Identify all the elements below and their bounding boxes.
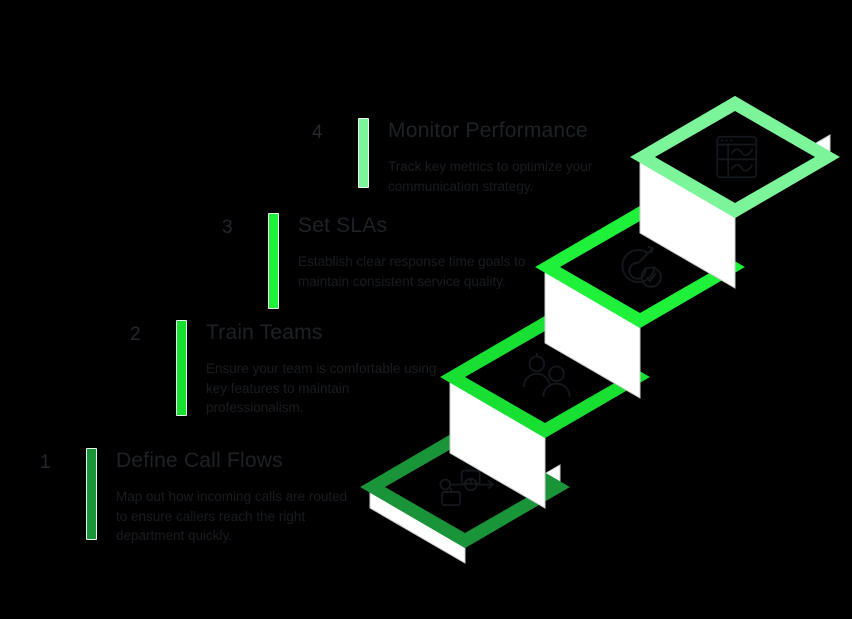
iso-step-2-front-face — [449, 376, 546, 509]
step-number-2: 2 — [130, 324, 142, 345]
people-training-icon — [522, 352, 571, 398]
step-number-4: 4 — [312, 122, 324, 143]
step-number-1: 1 — [40, 452, 52, 473]
iso-step-3-right-face — [639, 244, 736, 323]
iso-step-1-accent-rim — [360, 425, 570, 549]
step-text-3[interactable]: 3 Set SLAs Establish clear response time… — [222, 213, 532, 309]
step-title-2: Train Teams — [206, 321, 323, 344]
iso-step-4-right-face — [734, 134, 831, 213]
step-title-1: Define Call Flows — [116, 449, 283, 472]
iso-step-3-top — [544, 211, 736, 323]
step-description-4: Track key metrics to optimize your commu… — [388, 159, 593, 194]
iso-step-1-top — [369, 431, 561, 543]
step-accent-bar-2 — [176, 320, 187, 416]
iso-step-3-front-face — [544, 266, 641, 399]
iso-step-4[interactable] — [630, 95, 840, 289]
iso-step-2-right-face — [544, 354, 641, 433]
step-text-4[interactable]: 4 Monitor Performance Track key metrics … — [312, 118, 642, 196]
analytics-dashboard-icon — [716, 135, 758, 179]
step-description-2: Ensure your team is comfortable using ke… — [206, 361, 437, 415]
step-accent-bar-1 — [86, 448, 97, 540]
target-check-icon — [621, 245, 662, 288]
iso-step-4-accent-rim — [630, 95, 840, 219]
flowchart-icon — [439, 469, 494, 506]
iso-step-1[interactable] — [360, 425, 570, 564]
iso-step-3-accent-rim — [535, 205, 745, 329]
step-accent-bar-4 — [358, 118, 369, 188]
iso-step-2-top — [449, 321, 641, 433]
step-description-3: Establish clear response time goals to m… — [298, 254, 526, 289]
iso-step-4-top — [639, 101, 831, 213]
step-number-3: 3 — [222, 217, 234, 238]
iso-step-3-inner — [560, 221, 720, 313]
step-text-2[interactable]: 2 Train Teams Ensure your team is comfor… — [130, 320, 440, 418]
iso-step-2-accent-rim — [440, 315, 650, 439]
iso-step-4-front-face — [639, 156, 736, 289]
iso-step-3[interactable] — [535, 205, 745, 399]
iso-step-1-right-face — [464, 464, 561, 543]
iso-step-2[interactable] — [440, 315, 650, 509]
step-title-4: Monitor Performance — [388, 119, 588, 142]
iso-step-1-inner — [385, 441, 545, 533]
iso-step-2-inner — [465, 331, 625, 423]
iso-step-1-front-face — [369, 486, 466, 564]
step-description-1: Map out how incoming calls are routed to… — [116, 489, 348, 543]
step-title-3: Set SLAs — [298, 214, 388, 237]
step-text-1[interactable]: 1 Define Call Flows Map out how incoming… — [40, 448, 350, 546]
step-accent-bar-3 — [268, 213, 279, 309]
iso-step-4-inner — [655, 111, 815, 203]
